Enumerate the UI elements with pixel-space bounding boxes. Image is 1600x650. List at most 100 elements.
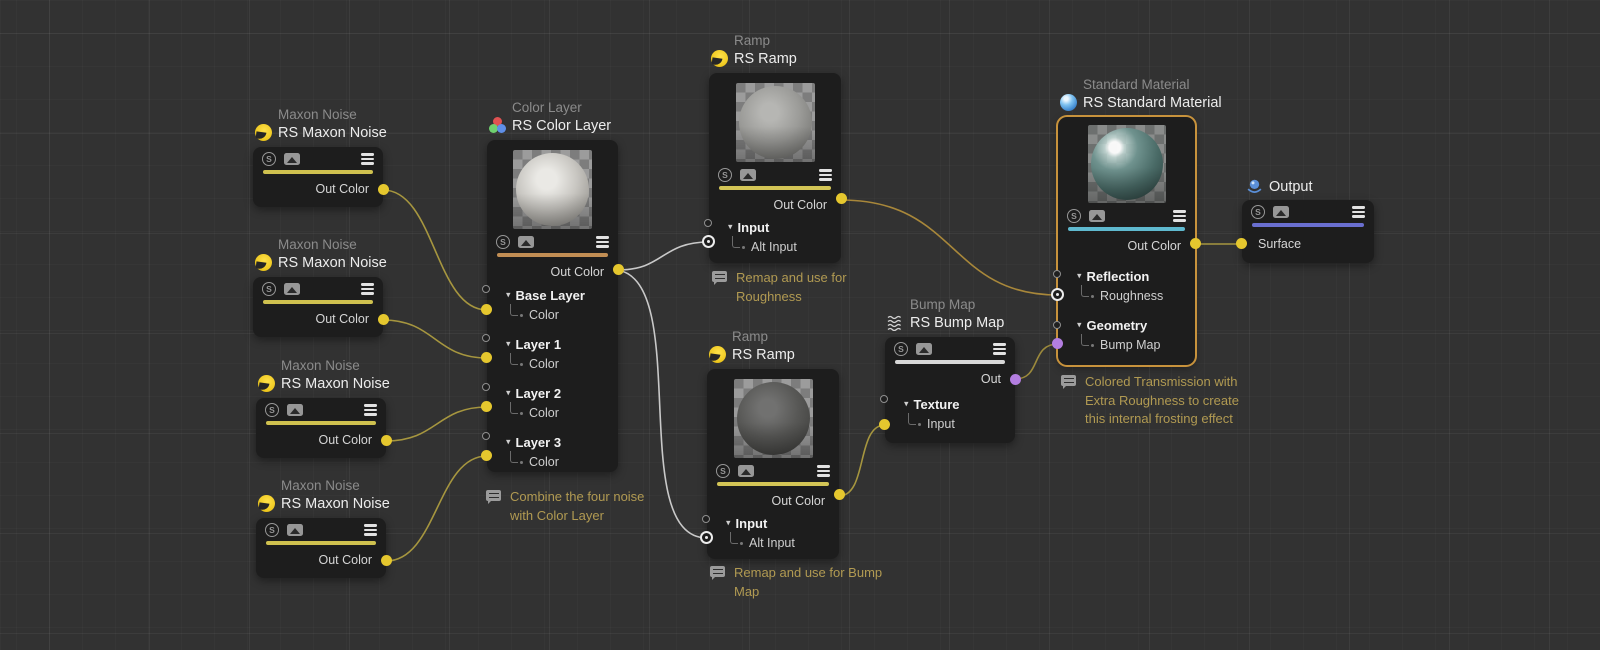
solo-icon[interactable]: S [262, 152, 276, 166]
node-name: RS Maxon Noise [278, 254, 387, 271]
menu-icon[interactable] [361, 153, 374, 165]
redshift-sphere-icon [258, 375, 275, 393]
node-ramp-1[interactable]: Ramp RS Ramp S Out Color ▾Input Alt Inpu… [702, 33, 847, 263]
menu-icon[interactable] [1173, 210, 1186, 222]
menu-icon[interactable] [364, 524, 377, 536]
node-maxon-noise-3[interactable]: Maxon Noise RS Maxon Noise S Out Color [256, 358, 392, 458]
node-maxon-noise-4[interactable]: Maxon Noise RS Maxon Noise S Out Color [256, 478, 392, 578]
menu-icon[interactable] [361, 283, 374, 295]
preview-toggle-icon[interactable] [284, 153, 300, 165]
rgb-circles-icon [489, 117, 506, 134]
port-roughness[interactable] [1051, 288, 1064, 301]
node-color-layer[interactable]: Color Layer RS Color Layer S Out Color ▾… [481, 100, 624, 472]
preview-toggle-icon[interactable] [284, 283, 300, 295]
solo-icon[interactable]: S [894, 342, 908, 356]
port-out-color[interactable] [378, 314, 389, 325]
port-base-layer-color[interactable] [481, 304, 492, 315]
port-out-color[interactable] [836, 193, 847, 204]
collapse-triangle-icon[interactable]: ▾ [728, 221, 733, 231]
port-out-color[interactable] [1190, 238, 1201, 249]
collapse-triangle-icon[interactable]: ▾ [506, 338, 511, 348]
port-texture-group[interactable] [880, 395, 888, 403]
node-ramp-2[interactable]: Ramp RS Ramp S Out Color ▾Input Alt Inpu… [700, 329, 845, 559]
node-title: Maxon Noise RS Maxon Noise [255, 237, 387, 272]
port-label-out-color: Out Color [550, 265, 605, 279]
collapse-triangle-icon[interactable]: ▾ [506, 387, 511, 397]
node-maxon-noise-2[interactable]: Maxon Noise RS Maxon Noise S Out Color [253, 237, 389, 337]
collapse-triangle-icon[interactable]: ▾ [506, 289, 511, 299]
solo-icon[interactable]: S [1067, 209, 1081, 223]
port-out-color[interactable] [834, 489, 845, 500]
port-layer-2[interactable] [482, 383, 490, 391]
preview-toggle-icon[interactable] [740, 169, 756, 181]
comment-color-layer[interactable]: Combine the four noise with Color Layer [486, 488, 654, 525]
menu-icon[interactable] [993, 343, 1006, 355]
port-input-group[interactable] [702, 515, 710, 523]
collapse-triangle-icon[interactable]: ▾ [904, 398, 909, 408]
port-label-out-color: Out Color [315, 312, 370, 326]
port-out-color[interactable] [381, 555, 392, 566]
preview-toggle-icon[interactable] [287, 524, 303, 536]
port-layer-1-color[interactable] [481, 352, 492, 363]
port-out-color[interactable] [381, 435, 392, 446]
comment-ramp-1[interactable]: Remap and use for Roughness [712, 269, 882, 306]
port-out[interactable] [1010, 374, 1021, 385]
port-layer-3[interactable] [482, 432, 490, 440]
port-alt-input[interactable] [700, 531, 713, 544]
tree-elbow [510, 303, 518, 316]
node-output[interactable]: Output S Surface [1236, 179, 1374, 263]
port-surface[interactable] [1236, 238, 1247, 249]
tree-dash [1091, 294, 1094, 298]
menu-icon[interactable] [1352, 206, 1365, 218]
port-texture-input[interactable] [879, 419, 890, 430]
comment-material[interactable]: Colored Transmission with Extra Roughnes… [1061, 373, 1261, 429]
collapse-triangle-icon[interactable]: ▾ [726, 517, 731, 527]
comment-ramp-2[interactable]: Remap and use for Bump Map [710, 564, 905, 601]
node-accent-bar [497, 253, 608, 257]
preview-toggle-icon[interactable] [1273, 206, 1289, 218]
solo-icon[interactable]: S [496, 235, 510, 249]
preview-toggle-icon[interactable] [916, 343, 932, 355]
port-label-out-color: Out Color [318, 553, 373, 567]
node-standard-material[interactable]: Standard Material RS Standard Material S… [1051, 77, 1222, 365]
node-bump-map[interactable]: Bump Map RS Bump Map S Out ▾Texture Inpu… [879, 297, 1021, 443]
preview-toggle-icon[interactable] [518, 236, 534, 248]
collapse-triangle-icon[interactable]: ▾ [506, 436, 511, 446]
port-layer-1[interactable] [482, 334, 490, 342]
port-label-out-color: Out Color [771, 494, 826, 508]
collapse-triangle-icon[interactable]: ▾ [1077, 270, 1082, 280]
solo-icon[interactable]: S [265, 403, 279, 417]
menu-icon[interactable] [364, 404, 377, 416]
port-bump-map[interactable] [1052, 338, 1063, 349]
solo-icon[interactable]: S [718, 168, 732, 182]
port-reflection-group[interactable] [1053, 270, 1061, 278]
solo-icon[interactable]: S [265, 523, 279, 537]
collapse-triangle-icon[interactable]: ▾ [1077, 319, 1082, 329]
port-out-color[interactable] [378, 184, 389, 195]
node-maxon-noise-1[interactable]: Maxon Noise RS Maxon Noise S Out Color [253, 107, 389, 207]
wire-ramp2-bumpinput [838, 424, 886, 497]
port-group-base-layer: ▾Base Layer Color [487, 285, 618, 325]
solo-icon[interactable]: S [716, 464, 730, 478]
port-base-layer[interactable] [482, 285, 490, 293]
redshift-sphere-icon [255, 124, 272, 142]
solo-icon[interactable]: S [1251, 205, 1265, 219]
port-alt-input[interactable] [702, 235, 715, 248]
node-type-label: Maxon Noise [278, 107, 357, 122]
port-layer-2-color[interactable] [481, 401, 492, 412]
menu-icon[interactable] [819, 169, 832, 181]
solo-icon[interactable]: S [262, 282, 276, 296]
menu-icon[interactable] [817, 465, 830, 477]
preview-toggle-icon[interactable] [287, 404, 303, 416]
group-label: Input [735, 515, 768, 531]
preview-toggle-icon[interactable] [738, 465, 754, 477]
port-out-color[interactable] [613, 264, 624, 275]
port-layer-3-color[interactable] [481, 450, 492, 461]
port-geometry-group[interactable] [1053, 321, 1061, 329]
node-preview-image [735, 83, 815, 162]
preview-toggle-icon[interactable] [1089, 210, 1105, 222]
menu-icon[interactable] [596, 236, 609, 248]
port-label-out-color: Out Color [773, 198, 828, 212]
port-input-group[interactable] [704, 219, 712, 227]
